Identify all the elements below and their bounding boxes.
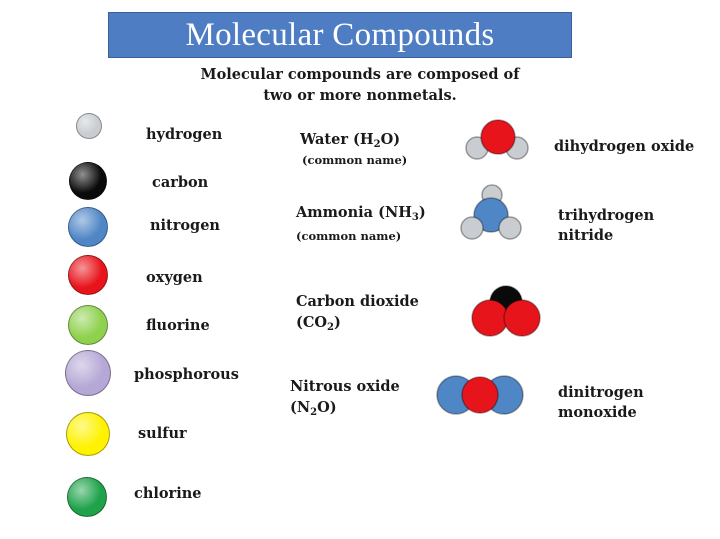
atom-fluorine bbox=[68, 305, 108, 345]
atom-sulfur bbox=[66, 412, 110, 456]
co2-formula-pre: (CO bbox=[296, 314, 328, 331]
atom-oxygen bbox=[68, 255, 108, 295]
atom-phosphorous bbox=[65, 350, 111, 396]
n2o-formula-post: O) bbox=[317, 399, 337, 416]
ammonia-systematic-name-line2: nitride bbox=[558, 227, 614, 244]
atom-chlorine bbox=[67, 477, 107, 517]
ammonia-systematic-name-line1: trihydrogen bbox=[558, 207, 655, 224]
label-fluorine: fluorine bbox=[146, 317, 210, 334]
n2o-molecule bbox=[436, 375, 524, 415]
co2-formula-post: ) bbox=[334, 314, 341, 331]
co2-o-right bbox=[503, 299, 541, 337]
n2o-systematic-name-line1: dinitrogen bbox=[558, 384, 644, 401]
n2o-systematic-name-line2: monoxide bbox=[558, 404, 637, 421]
label-carbon: carbon bbox=[152, 174, 209, 191]
ammonia-formula-post: ) bbox=[418, 204, 426, 221]
water-formula-sub: 2 bbox=[373, 139, 381, 150]
water-o bbox=[480, 119, 516, 155]
co2-molecule bbox=[471, 285, 541, 337]
water-molecule bbox=[465, 119, 529, 160]
ammonia-n bbox=[473, 197, 509, 233]
co2-formula-sub: 2 bbox=[327, 322, 335, 333]
n2o-formula: (N2O) bbox=[290, 399, 337, 418]
co2-formula: (CO2) bbox=[296, 314, 341, 333]
label-hydrogen: hydrogen bbox=[146, 126, 223, 143]
n2o-common-name: Nitrous oxide bbox=[290, 378, 400, 395]
label-oxygen: oxygen bbox=[146, 269, 203, 286]
water-formula-pre: Water (H bbox=[300, 131, 374, 148]
n2o-o bbox=[461, 376, 499, 414]
subtitle: Molecular compounds are composed of two … bbox=[150, 64, 570, 106]
label-nitrogen: nitrogen bbox=[150, 217, 220, 234]
atom-hydrogen bbox=[76, 113, 102, 139]
water-systematic-name: dihydrogen oxide bbox=[554, 138, 695, 155]
ammonia-common-note: (common name) bbox=[296, 229, 402, 243]
subtitle-line-1: Molecular compounds are composed of bbox=[200, 66, 520, 83]
water-formula-post: O) bbox=[380, 131, 401, 148]
label-phosphorous: phosphorous bbox=[134, 366, 239, 383]
label-sulfur: sulfur bbox=[138, 425, 187, 442]
ammonia-h-right bbox=[498, 216, 522, 240]
ammonia-common-name: Ammonia (NH3) bbox=[296, 204, 426, 223]
ammonia-h-left bbox=[460, 216, 484, 240]
ammonia-formula-pre: Ammonia (NH bbox=[296, 204, 412, 221]
label-chlorine: chlorine bbox=[134, 485, 202, 502]
co2-o-left bbox=[471, 299, 509, 337]
n2o-formula-sub: 2 bbox=[310, 407, 318, 418]
subtitle-line-2: two or more nonmetals. bbox=[263, 87, 457, 104]
page-title: Molecular Compounds bbox=[185, 16, 495, 53]
ammonia-molecule bbox=[460, 184, 522, 240]
n2o-formula-pre: (N bbox=[290, 399, 311, 416]
co2-common-name: Carbon dioxide bbox=[296, 293, 419, 310]
title-banner: Molecular Compounds bbox=[108, 12, 572, 58]
water-common-name: Water (H2O) bbox=[300, 131, 400, 150]
ammonia-formula-sub: 3 bbox=[411, 212, 419, 223]
water-common-note: (common name) bbox=[302, 153, 408, 167]
atom-nitrogen bbox=[68, 207, 108, 247]
atom-carbon bbox=[69, 162, 107, 200]
